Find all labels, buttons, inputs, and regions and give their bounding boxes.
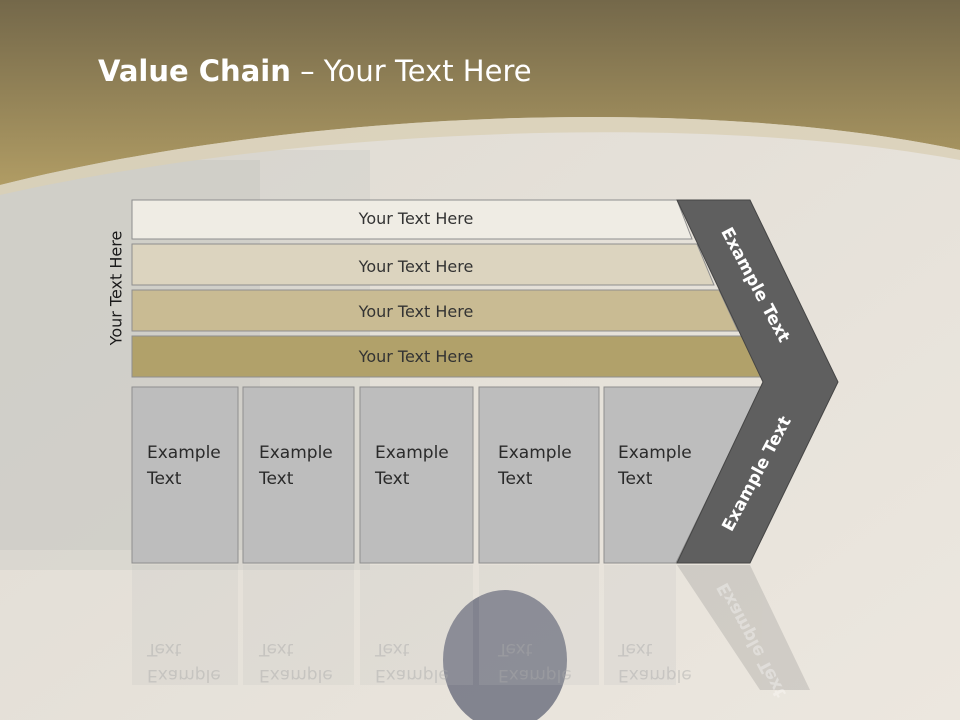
row-4-label: Your Text Here — [358, 347, 474, 366]
row-2-label: Your Text Here — [358, 257, 474, 276]
box-1-shape — [131, 386, 239, 564]
row-1-shape — [131, 199, 693, 240]
row-1-label: Your Text Here — [358, 209, 474, 228]
row-2-shape — [131, 243, 715, 286]
slide-title: Value Chain – Your Text Here — [98, 54, 532, 88]
row-3-label: Your Text Here — [358, 302, 474, 321]
box-3-shape — [359, 386, 474, 564]
chevron-shape — [676, 199, 839, 564]
box-5-shape — [603, 386, 763, 564]
box-4-shape — [478, 386, 600, 564]
title-rest: – Your Text Here — [290, 54, 532, 88]
title-bold: Value Chain — [98, 54, 291, 88]
box-2-shape — [242, 386, 355, 564]
row-3-shape — [131, 289, 739, 332]
